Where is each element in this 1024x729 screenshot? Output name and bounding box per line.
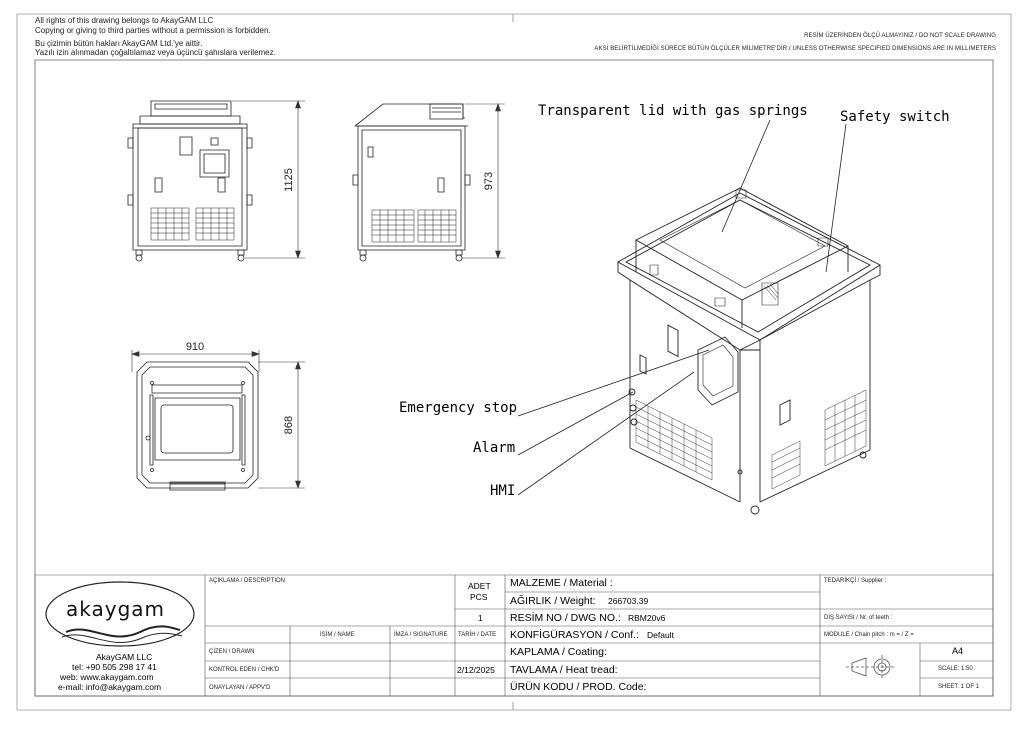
name-label: İSİM / NAME: [320, 632, 355, 638]
heat-label: TAVLAMA / Heat tread:: [510, 664, 618, 676]
note-units: AKSİ BELİRTİLMEDİĞİ SÜRECE BÜTÜN ÖLÇÜLER…: [594, 46, 996, 52]
dim-height-side: 973: [483, 172, 495, 190]
qty-label-en: PCS: [470, 592, 488, 602]
prod-code-label: ÜRÜN KODU / PROD. Code:: [510, 681, 647, 693]
logo-text: akaygam: [66, 597, 166, 621]
callout-alarm: Alarm: [473, 440, 516, 456]
company-logo: [46, 582, 194, 646]
material-label: MALZEME / Material :: [510, 577, 613, 589]
sheet-label: SHEET: 1 OF 1: [938, 684, 980, 690]
company-tel: tel: +90 505 298 17 41: [72, 662, 157, 672]
description-label: AÇIKLAMA / DESCRIPTION: [209, 578, 286, 584]
weight-value: 266703.39: [608, 596, 649, 606]
qty-label-tr: ADET: [468, 581, 491, 591]
side-view: [353, 104, 470, 261]
dim-height-front: 1125: [283, 168, 295, 192]
copyright-line-3: Bu çizimin bütün hakları AkayGAM Ltd.'ye…: [35, 39, 203, 48]
callout-emergency-stop: Emergency stop: [399, 400, 518, 416]
isometric-view: [618, 188, 880, 514]
dim-width-top: 910: [186, 341, 204, 353]
copyright-line-2: Copying or giving to third parties witho…: [35, 26, 271, 35]
signature-label: İMZA / SIGNATURE: [394, 632, 448, 638]
title-block-lines: [35, 575, 993, 696]
module-label: MODULE / Chain pitch : m = / Z =: [824, 632, 914, 638]
paper-size: A4: [952, 646, 964, 656]
top-view: [137, 362, 258, 490]
front-view: [128, 101, 252, 261]
company-web: web: www.akaygam.com: [60, 672, 154, 682]
checked-date: 2/12/2025: [457, 665, 495, 675]
iso-vents: [636, 390, 866, 489]
outer-border: [17, 14, 1011, 710]
dim-depth-top: 868: [283, 416, 295, 434]
callout-safety-switch: Safety switch: [840, 109, 950, 125]
dimension-height-side: [462, 104, 505, 258]
copyright-line-1: All rights of this drawing belongs to Ak…: [35, 16, 214, 25]
dwg-label: RESİM NO / DWG NO.:: [510, 612, 621, 624]
projection-symbol-icon: [846, 655, 896, 679]
copyright-line-4: Yazılı izin alınmadan çoğaltılamaz veya …: [35, 48, 276, 57]
drawn-label: ÇİZEN / DRAWN: [209, 649, 255, 655]
callout-hmi: HMI: [490, 483, 516, 499]
side-vents: [372, 210, 456, 242]
qty-value: 1: [478, 613, 483, 623]
dimension-width-top: [132, 350, 259, 372]
supplier-label: TEDARİKÇİ / Supplier :: [824, 578, 887, 584]
teeth-label: DİŞ SAYISI / Nr. of teeth :: [824, 615, 893, 621]
dimension-height-front: [232, 101, 305, 258]
checked-label: KONTROL EDEN / CHK'D: [209, 667, 280, 673]
scale-label: SCALE: 1:50: [938, 666, 973, 672]
company-name: AkayGAM LLC: [96, 652, 153, 662]
approved-label: ONAYLAYAN / APPV'D: [209, 685, 271, 691]
date-label: TARİH / DATE: [458, 632, 497, 638]
weight-label: AĞIRLIK / Weight:: [510, 595, 596, 607]
note-no-scale: RESİM ÜZERİNDEN ÖLÇÜ ALMAYINIZ / DO NOT …: [804, 33, 996, 39]
conf-value: Default: [647, 630, 674, 640]
conf-label: KONFİGÜRASYON / Conf.:: [510, 629, 639, 641]
dwg-value: RBM20v6: [628, 613, 666, 623]
coating-label: KAPLAMA / Coating:: [510, 646, 607, 658]
front-vents: [151, 208, 234, 240]
dimension-depth-top: [258, 362, 305, 488]
company-email: e-mail: info@akaygam.com: [58, 682, 162, 692]
callout-lid: Transparent lid with gas springs: [538, 103, 808, 119]
leader-lines: [518, 120, 846, 495]
